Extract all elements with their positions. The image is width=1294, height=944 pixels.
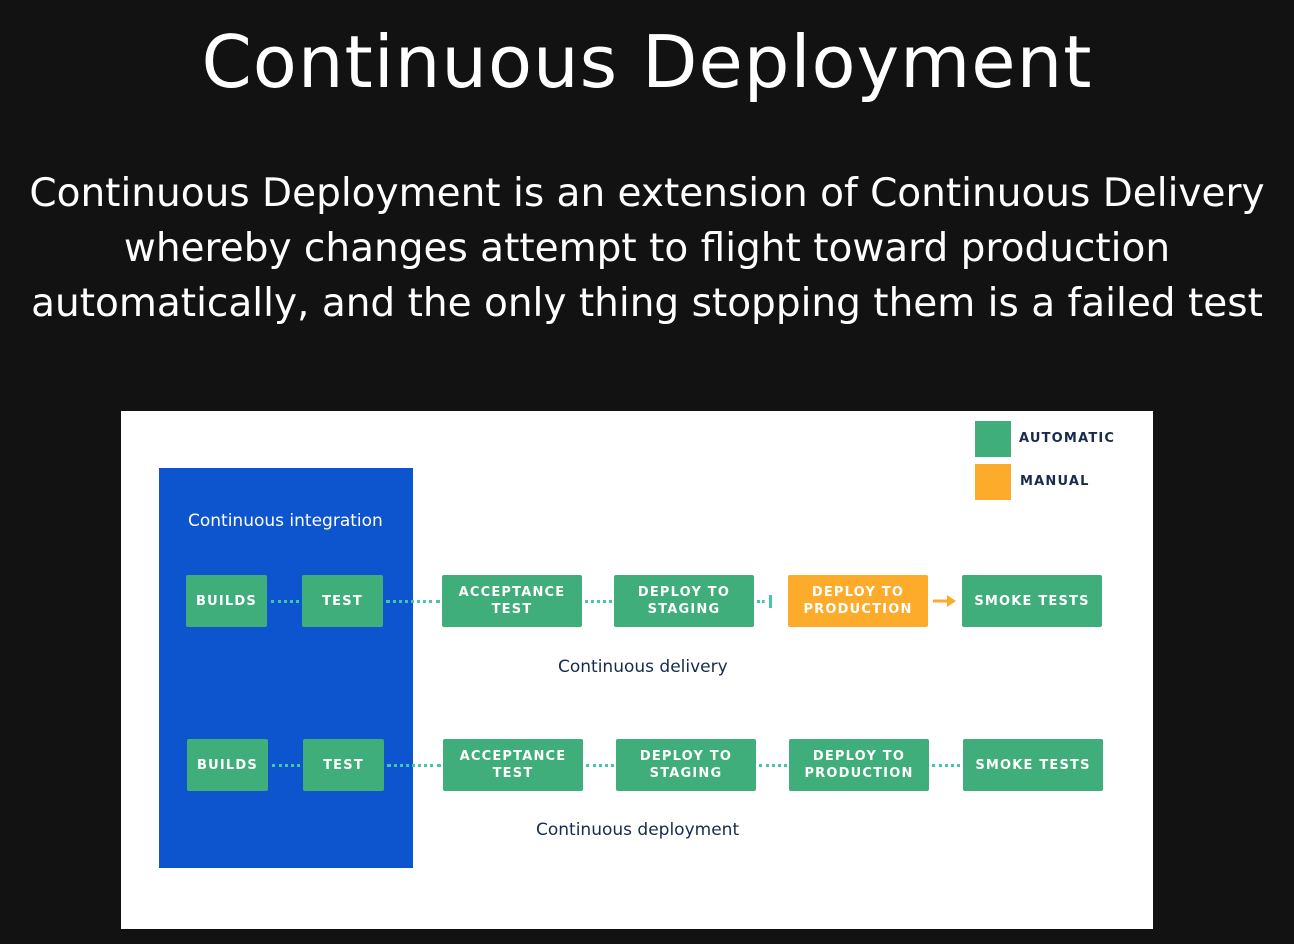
connector-dots — [386, 600, 440, 603]
delivery-acceptance-test-step: ACCEPTANCE TEST — [442, 575, 582, 627]
connector-dots — [759, 764, 787, 767]
step-label: TEST — [323, 757, 364, 773]
slide-title: Continuous Deployment — [201, 20, 1093, 104]
step-label-line-1: DEPLOY TO — [811, 585, 905, 600]
step-label-line-2: TEST — [491, 602, 533, 617]
pipeline-diagram: AUTOMATIC MANUAL Continuous integration … — [121, 411, 1153, 929]
deployment-deploy-production-step: DEPLOY TO PRODUCTION — [789, 739, 929, 791]
deployment-acceptance-test-step: ACCEPTANCE TEST — [443, 739, 583, 791]
deployment-builds-step: BUILDS — [187, 739, 268, 791]
step-label-line-2: STAGING — [647, 602, 721, 617]
step-label: BUILDS — [196, 593, 257, 609]
legend-automatic-label: AUTOMATIC — [1019, 431, 1116, 446]
step-label-line-2: STAGING — [649, 766, 723, 781]
step-label-line-1: ACCEPTANCE — [459, 749, 567, 764]
legend-automatic-swatch — [975, 421, 1011, 457]
connector-dots — [271, 600, 299, 603]
delivery-test-step: TEST — [302, 575, 383, 627]
step-label-line-1: DEPLOY TO — [812, 749, 906, 764]
deployment-test-step: TEST — [303, 739, 384, 791]
step-label-line-2: TEST — [492, 766, 534, 781]
deployment-deploy-staging-step: DEPLOY TO STAGING — [616, 739, 756, 791]
step-label: SMOKE TESTS — [975, 757, 1091, 773]
connector-dots — [932, 764, 960, 767]
deployment-smoke-tests-step: SMOKE TESTS — [963, 739, 1103, 791]
legend-manual-swatch — [975, 464, 1011, 500]
step-label-line-1: DEPLOY TO — [637, 585, 731, 600]
delivery-deploy-staging-step: DEPLOY TO STAGING — [614, 575, 754, 627]
connector-dots — [757, 600, 765, 603]
slide-description: Continuous Deployment is an extension of… — [29, 171, 1265, 326]
step-label: TEST — [322, 593, 363, 609]
step-label: SMOKE TESTS — [974, 593, 1090, 609]
delivery-deploy-production-step: DEPLOY TO PRODUCTION — [788, 575, 928, 627]
step-label-line-1: DEPLOY TO — [639, 749, 733, 764]
manual-approval-gate — [769, 595, 772, 608]
step-label-line-2: PRODUCTION — [803, 602, 913, 617]
continuous-integration-label: Continuous integration — [188, 511, 383, 531]
connector-dots — [272, 764, 300, 767]
legend-manual-label: MANUAL — [1020, 474, 1090, 489]
connector-dots — [387, 764, 441, 767]
connector-dots — [586, 764, 614, 767]
step-label-line-2: PRODUCTION — [804, 766, 914, 781]
continuous-delivery-caption: Continuous delivery — [558, 657, 728, 677]
arrow-right-icon — [933, 595, 956, 607]
continuous-deployment-caption: Continuous deployment — [536, 820, 740, 840]
connector-dots — [585, 600, 612, 603]
delivery-builds-step: BUILDS — [186, 575, 267, 627]
delivery-smoke-tests-step: SMOKE TESTS — [962, 575, 1102, 627]
step-label: BUILDS — [197, 757, 258, 773]
step-label-line-1: ACCEPTANCE — [458, 585, 566, 600]
continuous-integration-panel — [159, 468, 413, 868]
